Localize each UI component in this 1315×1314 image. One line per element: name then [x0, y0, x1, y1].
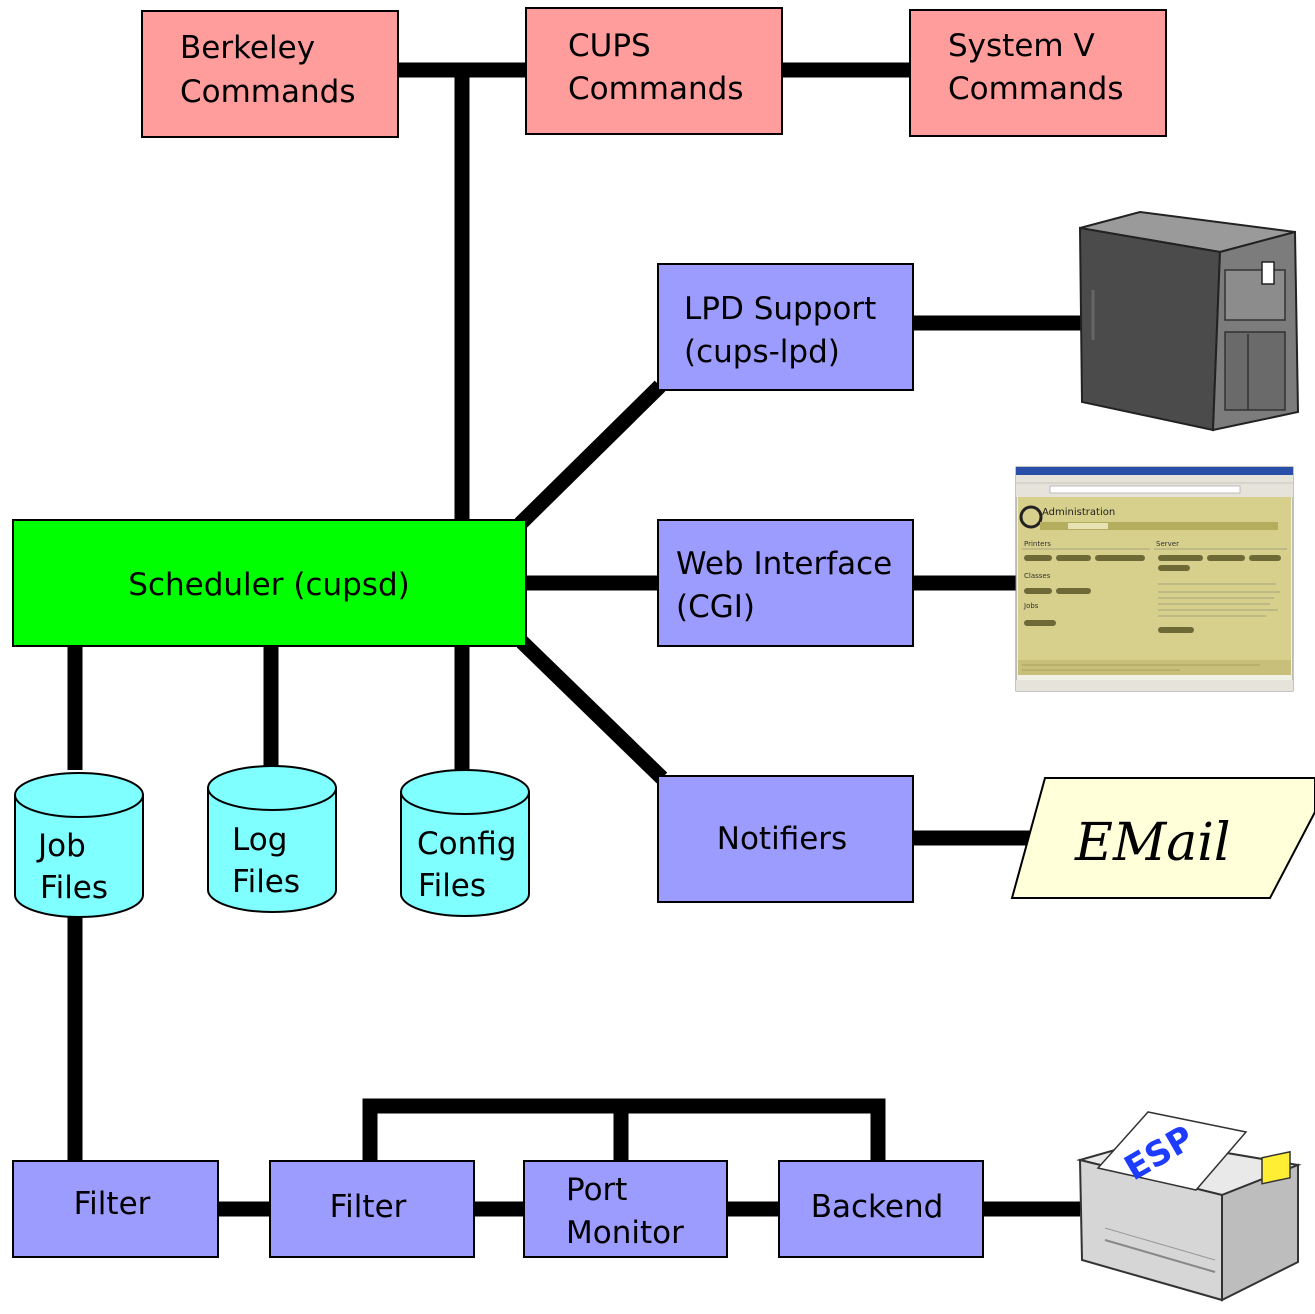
- job-files-line2: Files: [40, 870, 108, 906]
- filter2-label: Filter: [330, 1189, 407, 1225]
- cups-label-line1: CUPS: [568, 28, 651, 64]
- backend-label: Backend: [811, 1189, 944, 1225]
- config-files-line1: Config: [417, 826, 516, 862]
- port-monitor-box: Port Monitor: [523, 1160, 728, 1258]
- lpd-support-box: LPD Support (cups-lpd): [657, 263, 914, 391]
- log-files-cylinder: Log Files: [207, 765, 337, 913]
- filter-box-2: Filter: [269, 1160, 475, 1258]
- lpd-label-line2: (cups-lpd): [684, 334, 840, 370]
- systemv-commands-box: System V Commands: [909, 9, 1167, 137]
- config-files-cylinder: Config Files: [400, 769, 530, 917]
- log-files-line2: Files: [232, 864, 300, 900]
- filter1-label: Filter: [74, 1186, 151, 1222]
- port-monitor-line1: Port: [566, 1172, 627, 1208]
- port-monitor-line2: Monitor: [566, 1215, 684, 1251]
- connectors: [67, 62, 1082, 1217]
- notifiers-label: Notifiers: [717, 821, 847, 857]
- job-files-cylinder: Job Files: [14, 772, 144, 918]
- web-section-jobs: Jobs: [1023, 602, 1039, 610]
- config-files-line2: Files: [418, 868, 486, 904]
- connector-scheduler-lpd: [514, 380, 666, 530]
- web-screenshot-title: Administration: [1042, 507, 1115, 518]
- web-label-line2: (CGI): [676, 589, 755, 625]
- systemv-label-line2: Commands: [948, 71, 1123, 107]
- cups-commands-box: CUPS Commands: [525, 7, 783, 135]
- email-icon: EMail: [1010, 777, 1315, 899]
- filter-box-1: Filter: [12, 1160, 219, 1258]
- cups-label-line2: Commands: [568, 71, 743, 107]
- backend-box: Backend: [778, 1160, 984, 1258]
- scheduler-box: Scheduler (cupsd): [12, 519, 527, 647]
- notifiers-box: Notifiers: [657, 775, 914, 903]
- web-admin-screenshot: Administration Printers Classes Jobs Ser…: [1015, 466, 1294, 692]
- web-section-printers: Printers: [1024, 540, 1051, 548]
- email-label: EMail: [1074, 813, 1230, 873]
- scheduler-label: Scheduler (cupsd): [128, 567, 409, 603]
- lpd-label-line1: LPD Support: [684, 291, 876, 327]
- job-files-line1: Job: [36, 828, 86, 864]
- connector-scheduler-notifiers: [516, 636, 668, 784]
- berkeley-label-line1: Berkeley: [180, 30, 315, 66]
- log-files-line1: Log: [232, 822, 287, 858]
- printer-icon: ESP: [1076, 1111, 1302, 1302]
- berkeley-commands-box: Berkeley Commands: [141, 10, 399, 138]
- web-section-classes: Classes: [1024, 572, 1051, 580]
- server-tower-icon: [1078, 210, 1300, 432]
- web-section-server: Server: [1156, 540, 1179, 548]
- web-label-line1: Web Interface: [676, 546, 892, 582]
- berkeley-label-line2: Commands: [180, 74, 355, 110]
- web-interface-box: Web Interface (CGI): [657, 519, 914, 647]
- systemv-label-line1: System V: [948, 28, 1095, 64]
